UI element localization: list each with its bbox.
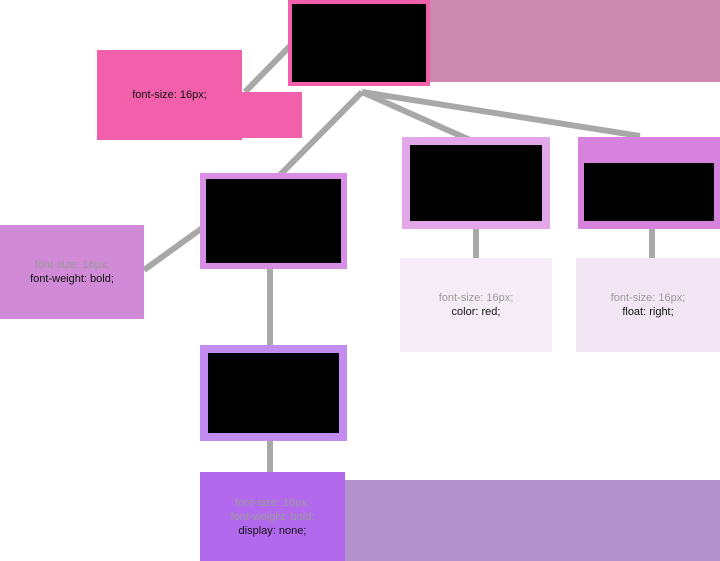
root-node[interactable] bbox=[288, 0, 430, 86]
root-style-box: font-size: 16px; bbox=[97, 50, 242, 140]
root-style-tab bbox=[242, 92, 302, 138]
right-child-style-box: font-size: 16px; float: right; bbox=[576, 258, 720, 352]
right-child-style-own: float: right; bbox=[622, 306, 674, 318]
mid-child-style-own: color: red; bbox=[451, 306, 501, 318]
right-child-node[interactable] bbox=[578, 137, 720, 229]
grandchild-style-box: font-size: 16px; font-weight: bold; disp… bbox=[200, 472, 345, 561]
left-child-style-own: font-weight: bold; bbox=[30, 273, 114, 285]
grandchild-style-own: display: none; bbox=[238, 524, 307, 537]
left-child-to-style-link bbox=[142, 223, 207, 273]
left-child-node[interactable] bbox=[200, 173, 347, 269]
grandchild-style-inherited-1: font-size: 16px; bbox=[235, 496, 310, 509]
grandchild-node[interactable] bbox=[200, 345, 347, 441]
grandchild-background-wash bbox=[345, 480, 720, 561]
grandchild-style-inherited-2: font-weight: bold; bbox=[230, 510, 315, 523]
root-to-root-style-link bbox=[242, 41, 295, 95]
mid-child-node[interactable] bbox=[402, 137, 550, 229]
root-style-own: font-size: 16px; bbox=[132, 89, 207, 101]
right-child-style-inherited: font-size: 16px; bbox=[610, 292, 686, 304]
mid-child-style-box: font-size: 16px; color: red; bbox=[400, 258, 552, 352]
root-background-wash bbox=[430, 0, 720, 82]
left-child-style-inherited: font-size: 16px; bbox=[34, 259, 110, 271]
root-to-mid-child-link bbox=[360, 89, 472, 143]
left-child-style-box: font-size: 16px; font-weight: bold; bbox=[0, 225, 144, 319]
root-to-right-child-link bbox=[361, 89, 641, 139]
mid-child-style-inherited: font-size: 16px; bbox=[438, 292, 514, 304]
root-to-left-child-link bbox=[272, 89, 365, 183]
